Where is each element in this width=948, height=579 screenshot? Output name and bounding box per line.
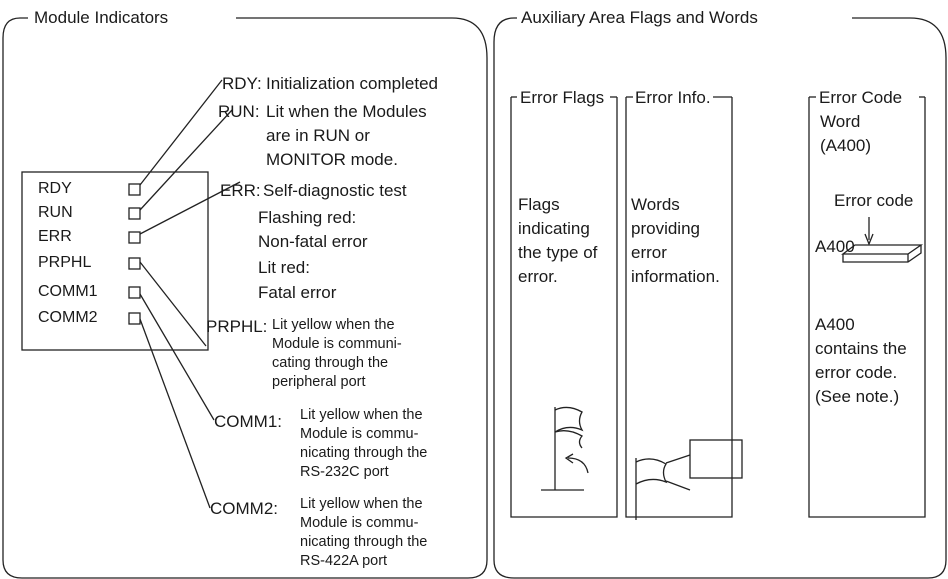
- indicator-prphl: PRPHL: [38, 254, 92, 271]
- flag-icon: [541, 406, 589, 491]
- err-line3: Non-fatal error: [258, 232, 368, 251]
- rdy-code: RDY:: [222, 74, 262, 93]
- flag-box-icon: [635, 439, 743, 520]
- led-rdy: [128, 183, 141, 196]
- error-code-line1: A400: [815, 315, 855, 334]
- err-line4: Lit red:: [258, 258, 310, 277]
- error-code-title-line2: Word: [820, 112, 861, 131]
- comm2-line2: Module is commu-: [300, 515, 419, 531]
- prphl-line2: Module is communi-: [272, 336, 402, 352]
- error-code-title-line3: (A400): [820, 136, 872, 155]
- run-line2: are in RUN or: [266, 126, 370, 145]
- error-flags-line3: the type of: [518, 243, 598, 262]
- err-line2: Flashing red:: [258, 208, 357, 227]
- comm1-line2: Module is commu-: [300, 426, 419, 442]
- error-code-callout: Error code: [834, 191, 914, 210]
- led-prphl: [128, 257, 141, 270]
- error-info-line3: error: [631, 243, 667, 262]
- prphl-code: PRPHL:: [206, 317, 268, 336]
- error-code-column: [808, 97, 926, 518]
- code-register-icon: [841, 217, 924, 263]
- prphl-line1: Lit yellow when the: [272, 317, 395, 333]
- error-flags-line4: error.: [518, 267, 558, 286]
- error-code-address: A400: [815, 237, 855, 256]
- indicator-comm1: COMM1: [38, 283, 98, 300]
- error-info-line1: Words: [631, 195, 680, 214]
- error-flags-line2: indicating: [518, 219, 590, 238]
- comm1-line3: nicating through the: [300, 445, 428, 461]
- error-flags-line1: Flags: [518, 195, 560, 214]
- error-code-line4: (See note.): [815, 387, 900, 406]
- comm2-line3: nicating through the: [300, 534, 428, 550]
- indicator-box: [21, 171, 209, 351]
- indicator-rdy: RDY: [38, 180, 72, 197]
- right-panel-title: Auxiliary Area Flags and Words: [517, 9, 762, 26]
- led-run: [128, 207, 141, 220]
- led-comm2: [128, 312, 141, 325]
- error-flags-title: Error Flags: [518, 88, 607, 107]
- indicator-err: ERR: [38, 228, 72, 245]
- comm2-line1: Lit yellow when the: [300, 496, 423, 512]
- err-code: ERR:: [220, 181, 261, 200]
- error-info-title: Error Info.: [633, 88, 713, 107]
- error-info-column: [625, 97, 733, 518]
- run-line3: MONITOR mode.: [266, 150, 398, 169]
- led-err: [128, 231, 141, 244]
- run-code: RUN:: [218, 102, 260, 121]
- error-info-line4: information.: [631, 267, 720, 286]
- comm1-line4: RS-232C port: [300, 464, 389, 480]
- prphl-line4: peripheral port: [272, 374, 366, 390]
- right-panel-frame: [493, 17, 947, 579]
- error-code-line2: contains the: [815, 339, 907, 358]
- comm1-code: COMM1:: [214, 412, 282, 431]
- comm2-code: COMM2:: [210, 499, 278, 518]
- prphl-line3: cating through the: [272, 355, 389, 371]
- err-line1: Self-diagnostic test: [263, 181, 407, 200]
- err-line5: Fatal error: [258, 283, 337, 302]
- left-panel-title: Module Indicators: [30, 9, 173, 26]
- rdy-text: Initialization completed: [266, 74, 438, 93]
- led-comm1: [128, 286, 141, 299]
- error-info-line2: providing: [631, 219, 700, 238]
- run-line1: Lit when the Modules: [266, 102, 427, 121]
- comm1-line1: Lit yellow when the: [300, 407, 423, 423]
- left-panel-frame: [2, 17, 488, 579]
- error-code-title: Error Code: [817, 88, 905, 107]
- error-code-line3: error code.: [815, 363, 898, 382]
- indicator-comm2: COMM2: [38, 309, 98, 326]
- indicator-run: RUN: [38, 204, 73, 221]
- error-flags-column: [510, 97, 618, 518]
- comm2-line4: RS-422A port: [300, 553, 388, 569]
